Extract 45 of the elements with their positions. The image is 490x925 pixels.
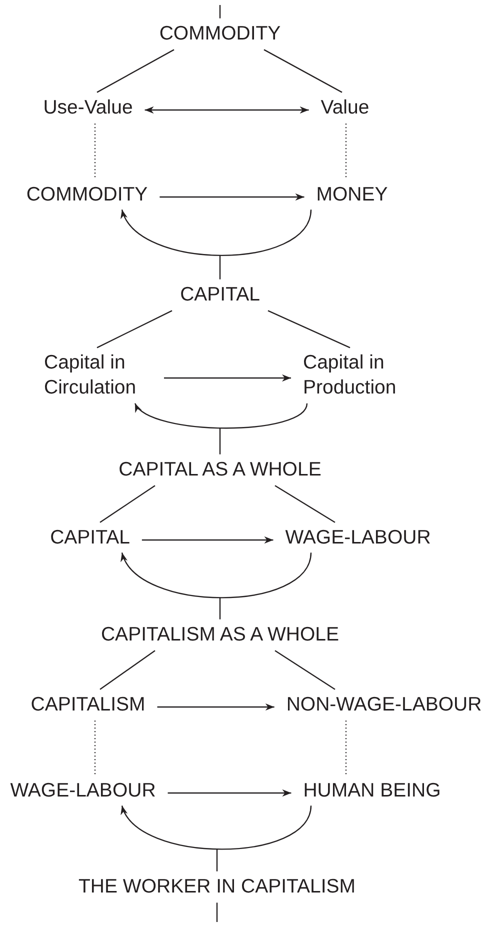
connector-line: [96, 310, 172, 348]
concept-label: WAGE-LABOUR: [285, 525, 431, 551]
concept-label: COMMODITY: [26, 182, 148, 208]
connector-line: [219, 428, 221, 454]
arrow: [142, 536, 274, 544]
arrow: [144, 106, 309, 114]
curved-arrow: [121, 552, 312, 598]
arrow: [157, 703, 274, 711]
concept-label: Value: [320, 95, 370, 121]
dotted-line: [94, 720, 96, 776]
concept-label: CAPITAL: [180, 282, 260, 308]
concept-label: CAPITALISM: [30, 692, 146, 718]
connector-line: [274, 650, 336, 690]
dotted-line: [345, 720, 347, 776]
concept-label: Capital in Production: [303, 350, 411, 402]
connector-line: [100, 650, 156, 690]
connector-line: [216, 849, 218, 872]
concept-label: NON-WAGE-LABOUR: [286, 692, 482, 718]
dotted-line: [94, 124, 96, 180]
connector-line: [219, 598, 221, 620]
concept-label: Capital in Circulation: [44, 350, 152, 402]
connector-line: [96, 49, 174, 93]
concept-label: MONEY: [316, 182, 388, 208]
arrow: [164, 374, 291, 382]
concept-label: CAPITAL: [50, 525, 130, 551]
concept-label: Use-Value: [43, 95, 133, 121]
concept-label: THE WORKER IN CAPITALISM: [78, 874, 356, 900]
concept-label: CAPITALISM AS A WHOLE: [100, 622, 340, 648]
connector-line: [219, 5, 221, 18]
arrow: [160, 193, 304, 201]
concept-label: HUMAN BEING: [303, 778, 441, 804]
connector-line: [268, 310, 350, 348]
dotted-line: [345, 124, 347, 180]
concept-label: WAGE-LABOUR: [10, 778, 156, 804]
concept-label: CAPITAL AS A WHOLE: [118, 457, 322, 483]
connector-line: [219, 255, 221, 280]
curved-arrow: [134, 402, 308, 429]
arrow: [168, 789, 292, 797]
connector-line: [264, 49, 342, 93]
connector-line: [216, 902, 218, 922]
concept-label: COMMODITY: [159, 21, 281, 47]
curved-arrow: [121, 805, 312, 850]
connector-line: [100, 485, 156, 523]
curved-arrow: [121, 209, 312, 256]
connector-line: [274, 485, 336, 523]
